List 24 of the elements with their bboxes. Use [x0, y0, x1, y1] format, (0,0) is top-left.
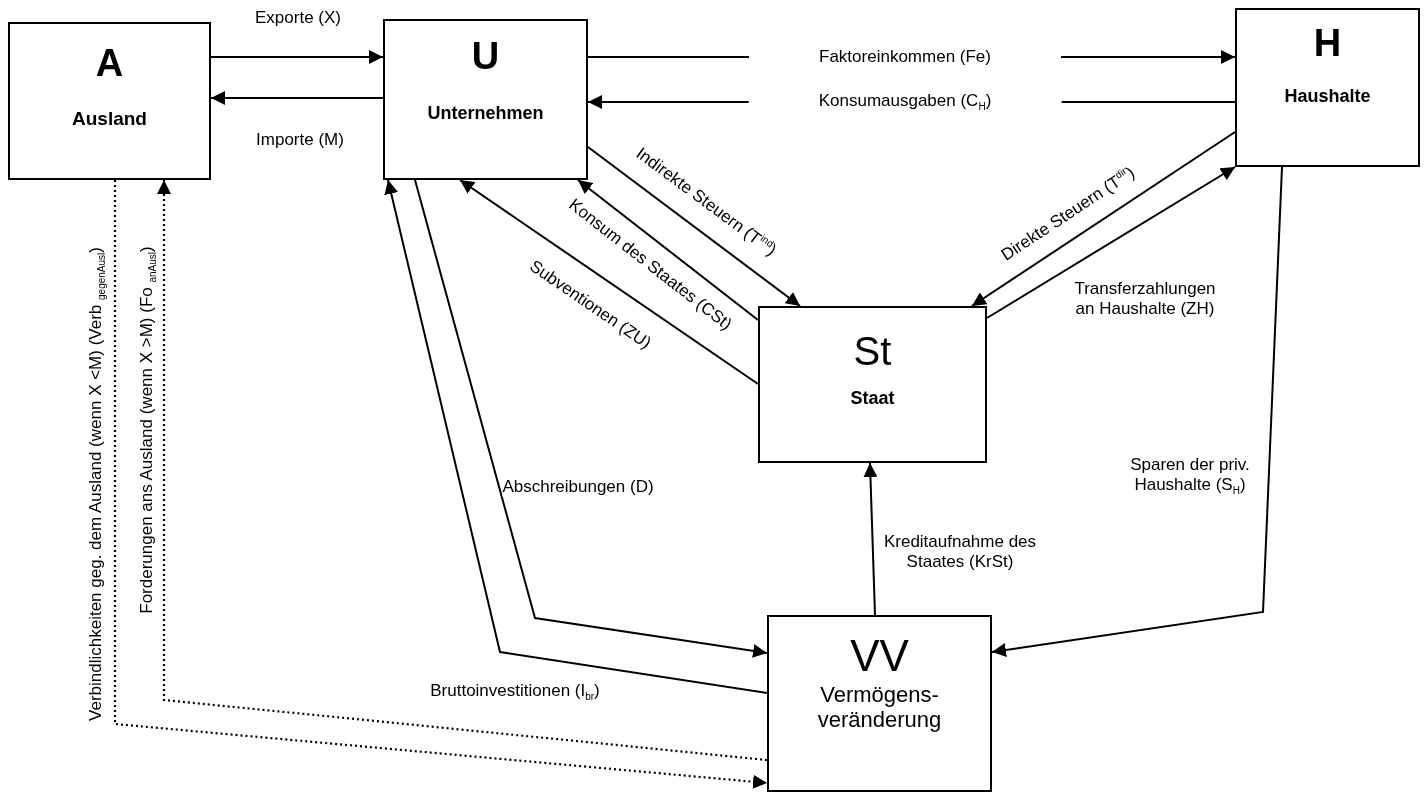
- sector-abbreviation: H: [1313, 22, 1342, 66]
- sector-box: [767, 615, 992, 792]
- flow-arrow: [577, 179, 759, 321]
- sector-name: Haushalte: [1284, 85, 1371, 107]
- flow-arrow: [210, 50, 384, 64]
- sector-box: [1235, 8, 1420, 167]
- sector-name: Ausland: [72, 107, 147, 130]
- sector-abbreviation: VV: [850, 631, 909, 682]
- sector-box: [758, 306, 987, 463]
- flow-arrow: [587, 146, 801, 307]
- flow-arrow: [986, 166, 1236, 319]
- sector-name: Staat: [850, 388, 895, 409]
- flow-arrow: [991, 166, 1283, 657]
- sector-abbreviation: A: [95, 42, 124, 86]
- sector-name: Vermögens- veränderung: [817, 681, 942, 733]
- sector-box: [8, 22, 211, 180]
- sector-abbreviation: U: [471, 35, 500, 79]
- flow-arrow: [971, 131, 1236, 307]
- sector-box: [383, 19, 588, 180]
- flow-arrow: [459, 179, 759, 385]
- flow-arrow: [863, 462, 878, 616]
- flow-arrow: [210, 91, 384, 105]
- sector-name: Unternehmen: [427, 102, 544, 124]
- sector-abbreviation: St: [853, 328, 892, 374]
